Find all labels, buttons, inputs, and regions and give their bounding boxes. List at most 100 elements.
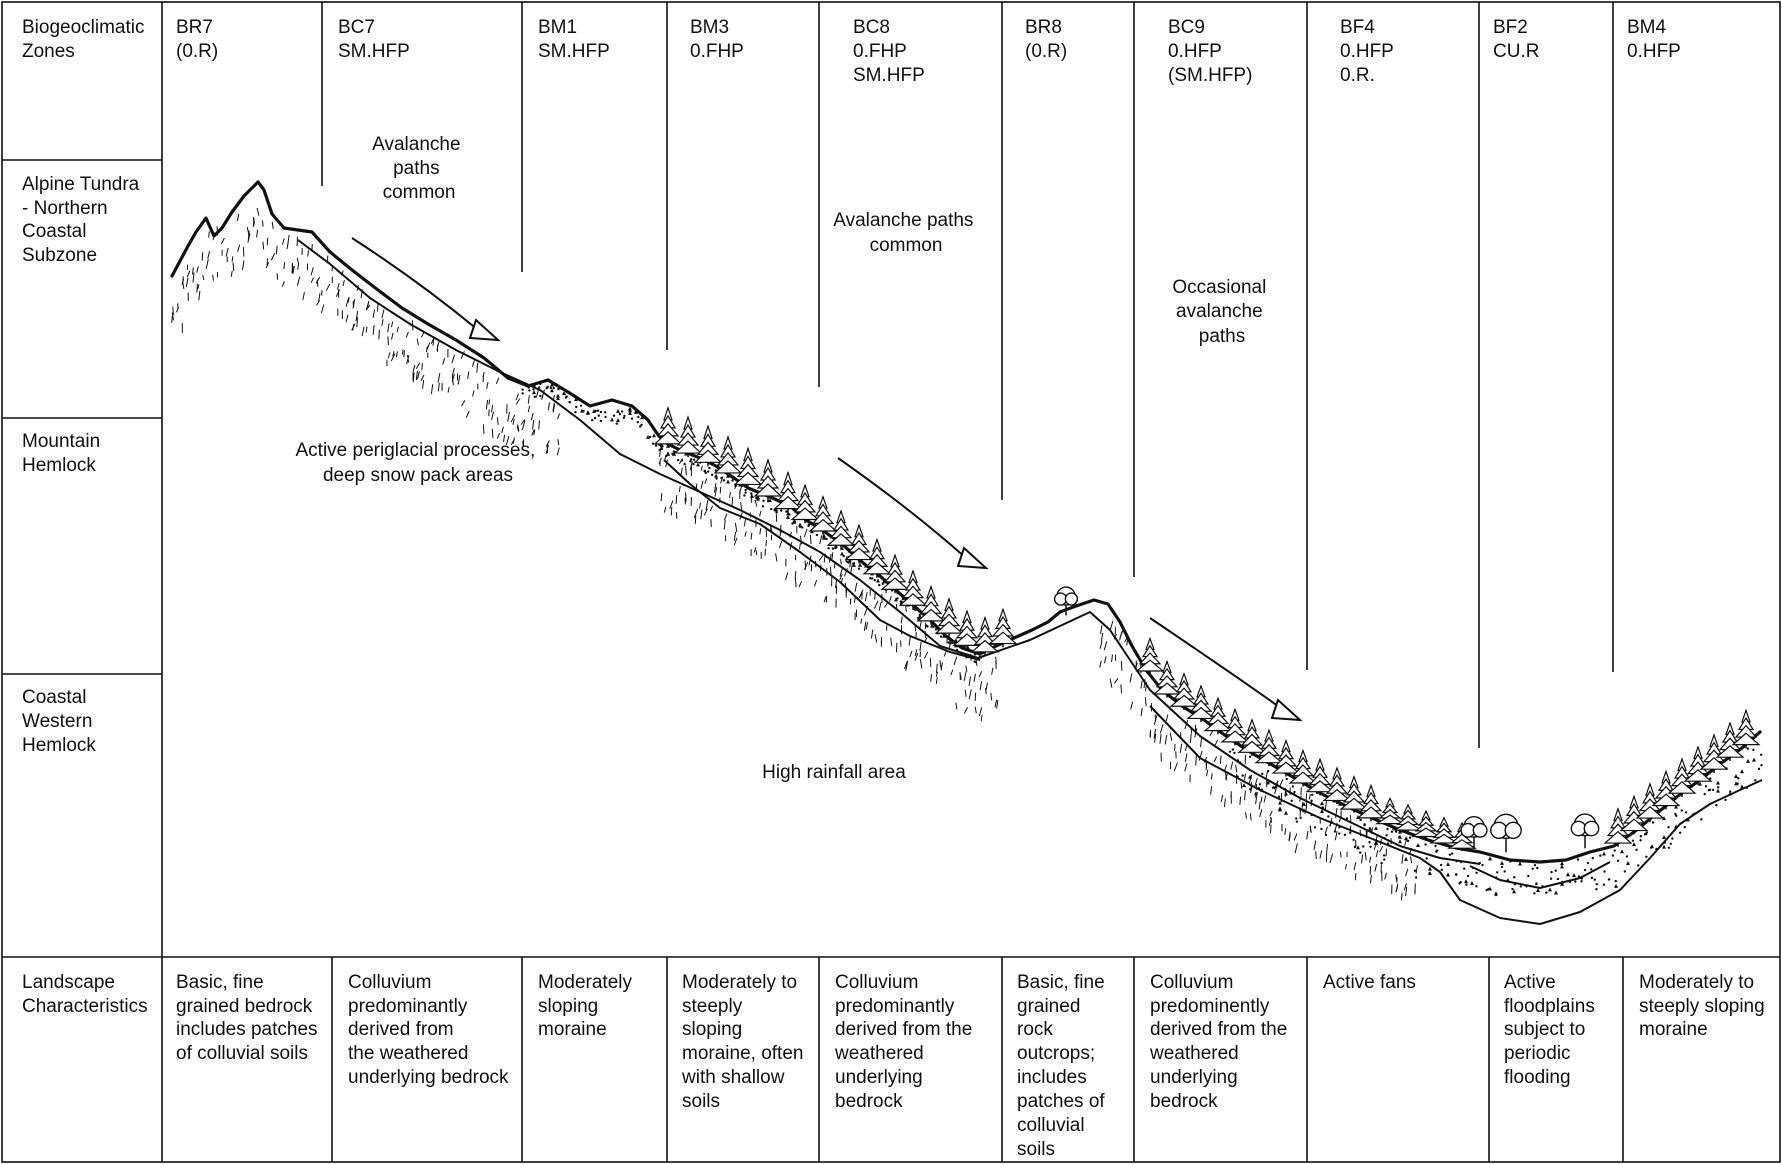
hatch-mark (337, 283, 339, 289)
sand-dot (1501, 866, 1503, 868)
hatch-mark (701, 510, 702, 520)
hatch-mark (686, 466, 687, 476)
hatch-mark (1130, 673, 1132, 682)
sand-dot (623, 417, 625, 419)
sand-dot (1679, 832, 1681, 834)
hatch-mark (483, 372, 484, 377)
hatch-mark (203, 275, 204, 280)
gravel-mark (822, 536, 826, 540)
conifer-tree-icon (1733, 710, 1759, 748)
sand-dot (521, 392, 523, 394)
sand-dot (1531, 868, 1533, 870)
conifer-tree-icon (755, 460, 781, 500)
hatch-mark (1402, 854, 1403, 863)
gravel-mark (1548, 887, 1552, 891)
sand-dot (780, 509, 782, 511)
gravel-mark (1494, 891, 1498, 895)
hatch-mark (1104, 656, 1106, 663)
conifer-tree-icon (1307, 759, 1333, 795)
hatch-mark (1220, 756, 1221, 764)
sand-dot (816, 534, 818, 536)
sand-dot (1752, 749, 1754, 751)
sand-dot (1441, 869, 1443, 871)
sand-dot (767, 500, 769, 502)
sand-dot (1685, 811, 1687, 813)
hatch-mark (1330, 854, 1333, 863)
hatch-mark (197, 266, 199, 272)
hatch-mark (909, 637, 910, 646)
sand-dot (1715, 804, 1717, 806)
sand-dot (1599, 854, 1601, 856)
hatch-mark (1185, 753, 1187, 761)
hatch-mark (1120, 631, 1123, 638)
gravel-mark (1242, 783, 1246, 787)
conifer-tree-icon (990, 609, 1016, 647)
hatch-mark (1325, 827, 1327, 834)
sand-dot (1587, 862, 1589, 864)
sand-dot (1624, 870, 1626, 872)
sand-dot (925, 624, 927, 626)
hatch-mark (1406, 869, 1408, 877)
hatch-mark (1245, 774, 1246, 780)
hatch-mark (1110, 621, 1113, 630)
sand-dot (1503, 870, 1505, 872)
hatch-mark (1141, 708, 1142, 716)
sand-dot (1434, 845, 1436, 847)
sand-dot (711, 474, 713, 476)
sand-dot (1286, 778, 1288, 780)
hatch-mark (1185, 746, 1187, 751)
sand-dot (631, 418, 633, 420)
sand-dot (1614, 849, 1616, 851)
hatch-mark (1210, 731, 1213, 737)
hatch-mark (539, 420, 540, 429)
sand-dot (1380, 862, 1382, 864)
hatch-mark (186, 278, 188, 288)
hatch-mark (705, 478, 707, 484)
sand-dot (681, 459, 683, 461)
sand-dot (1395, 830, 1397, 832)
sand-dot (878, 584, 880, 586)
hatch-mark (1340, 852, 1341, 858)
hatch-mark (427, 342, 430, 349)
hatch-mark (489, 399, 490, 404)
sand-dot (1736, 783, 1738, 785)
sand-dot (743, 494, 745, 496)
deciduous-tree-icon (1571, 814, 1598, 848)
hatch-mark (491, 405, 492, 412)
sand-dot (1603, 870, 1605, 872)
hatch-mark (710, 506, 712, 511)
sand-dot (1640, 835, 1642, 837)
hatch-mark (724, 520, 725, 529)
hatch-mark (492, 412, 494, 420)
sand-dot (1460, 881, 1462, 883)
hatch-mark (1190, 734, 1191, 743)
sand-dot (569, 401, 571, 403)
gravel-mark (616, 409, 620, 413)
header-label-line: Biogeoclimatic (22, 17, 145, 38)
hatch-mark (760, 528, 761, 534)
hatch-mark (1310, 826, 1311, 832)
sand-dot (1354, 846, 1356, 848)
hatch-mark (824, 597, 826, 602)
hatch-mark (1370, 857, 1371, 863)
conifer-tree-icon (900, 571, 926, 609)
hatch-mark (855, 583, 857, 592)
hatch-mark (483, 424, 484, 434)
hatch-mark (1376, 850, 1378, 857)
sand-dot (1608, 878, 1610, 880)
sand-dot (707, 470, 709, 472)
hatch-mark (288, 235, 289, 245)
landscape-br8: Basic, fine grained rock outcrops; inclu… (1017, 972, 1110, 1160)
sand-dot (1334, 830, 1336, 832)
hatch-mark (206, 259, 208, 269)
hatch-mark (423, 380, 424, 389)
hatch-mark (891, 638, 892, 646)
sand-dot (598, 414, 600, 416)
hatch-mark (920, 651, 921, 657)
sand-dot (720, 477, 722, 479)
sand-dot (1603, 883, 1605, 885)
sand-dot (1233, 752, 1235, 754)
sand-dot (1320, 828, 1322, 830)
hatch-mark (311, 267, 313, 275)
